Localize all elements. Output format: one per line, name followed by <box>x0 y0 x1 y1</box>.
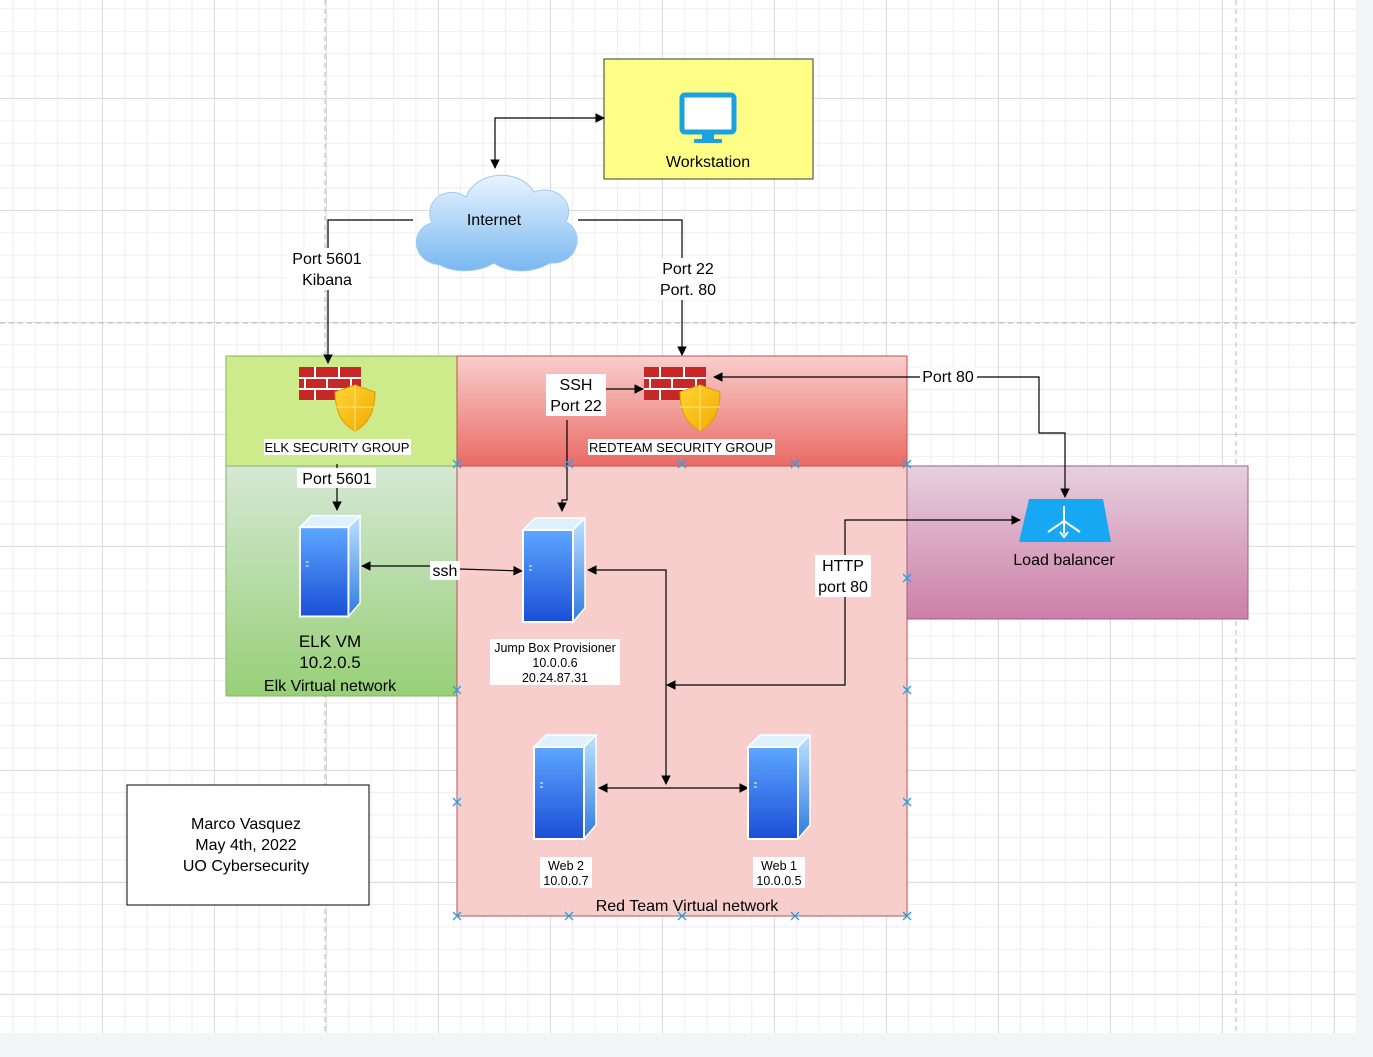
author-info-box[interactable] <box>126 784 370 906</box>
internet-redteam-port-22-label: Port 22 <box>662 261 714 278</box>
horizontal-scrollbar-track[interactable] <box>0 1033 1373 1057</box>
author-date: May 4th, 2022 <box>195 837 297 854</box>
jumpbox-public-ip: 20.24.87.31 <box>522 671 588 685</box>
load-balancer-icon[interactable] <box>1019 499 1111 542</box>
redteam-network-label: Red Team Virtual network <box>596 898 780 915</box>
elk-network-label: Elk Virtual network <box>264 678 397 695</box>
web2-name: Web 2 <box>548 859 584 873</box>
elk-vm-ip: 10.2.0.5 <box>299 653 360 672</box>
internet-elk-sg-connector <box>323 219 413 364</box>
author-name: Marco Vasquez <box>191 816 301 833</box>
monitor-icon <box>679 92 737 143</box>
internet-redteam-sg-connector <box>578 219 687 356</box>
elk-port-label: Port 5601 <box>302 471 371 488</box>
http-loadbalancer-connector <box>666 515 1021 690</box>
internet-elk-port-label: Port 5601 <box>292 251 361 268</box>
cloud-icon[interactable] <box>416 174 578 272</box>
internet-elk-service-label: Kibana <box>302 272 352 289</box>
firewall-jumpbox-connector <box>557 420 568 512</box>
internet-redteam-port-80-label: Port. 80 <box>660 282 716 299</box>
http-port-label: port 80 <box>818 579 868 596</box>
loadbalancer-port-label: Port 80 <box>922 369 974 386</box>
web1-name: Web 1 <box>761 859 797 873</box>
jumpbox-name: Jump Box Provisioner <box>494 641 616 655</box>
jumpbox-webservers-connector <box>587 565 671 785</box>
redteam-security-group-label: REDTEAM SECURITY GROUP <box>589 440 773 455</box>
jumpbox-server-icon[interactable] <box>521 516 587 624</box>
selection-handles <box>452 459 912 921</box>
workstation-label: Workstation <box>666 154 750 171</box>
elk-security-group-label: ELK SECURITY GROUP <box>265 440 410 455</box>
load-balancer-zone-box[interactable] <box>906 465 1249 620</box>
vertical-scrollbar-track[interactable] <box>1356 0 1373 1057</box>
ssh-connection-label: ssh <box>433 563 458 580</box>
author-affiliation: UO Cybersecurity <box>183 858 309 875</box>
workstation-internet-connector <box>490 113 605 169</box>
elk-vm-server-icon[interactable] <box>298 514 362 618</box>
elk-vm-name: ELK VM <box>299 632 361 651</box>
web2-server-icon[interactable] <box>532 733 598 841</box>
web2-ip: 10.0.0.7 <box>543 874 588 888</box>
ssh-label: SSH <box>560 377 593 394</box>
ssh-port-label: Port 22 <box>550 398 602 415</box>
internet-label: Internet <box>467 212 522 229</box>
ssh-jumpbox-connector <box>459 565 523 576</box>
web1-server-icon[interactable] <box>746 733 812 841</box>
load-balancer-label: Load balancer <box>1013 552 1115 569</box>
http-label: HTTP <box>822 558 864 575</box>
jumpbox-private-ip: 10.0.0.6 <box>532 656 577 670</box>
web1-ip: 10.0.0.5 <box>756 874 801 888</box>
